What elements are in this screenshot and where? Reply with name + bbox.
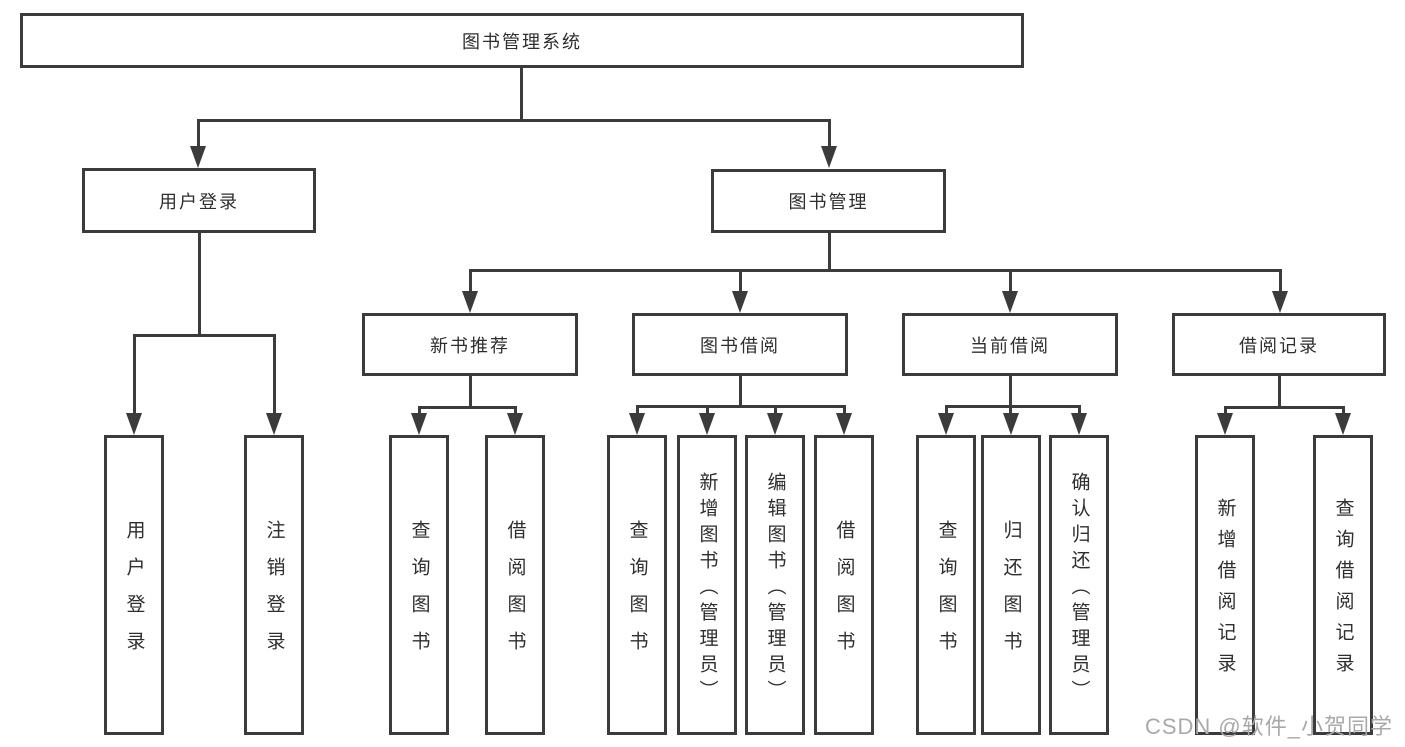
- csdn-watermark: CSDN @软件_小贺同学: [1144, 714, 1393, 739]
- connector-stub-borrow-2: [706, 405, 709, 416]
- connector-recommend-drop: [469, 376, 472, 409]
- connector-login-rail: [133, 334, 276, 337]
- arrowhead-current: [1002, 291, 1018, 313]
- connector-stub-book-mgmt: [828, 119, 831, 149]
- leaf-borrow-add-books-admin-label: 新增图书（管理员）: [696, 471, 718, 706]
- leaf-user-login-label: 用户登录: [123, 520, 145, 668]
- node-current: 当前借阅: [902, 313, 1118, 376]
- connector-stub-recommend-2: [514, 406, 517, 416]
- arrowhead-borrow-3: [767, 413, 783, 435]
- connector-login-drop: [198, 233, 201, 336]
- arrowhead-recommend: [462, 291, 478, 313]
- arrowhead-current-1: [938, 413, 954, 435]
- leaf-borrow-borrow-books-label: 借阅图书: [833, 520, 855, 668]
- leaf-borrow-query-books: 查询图书: [607, 435, 667, 735]
- leaf-borrow-borrow-books: 借阅图书: [814, 435, 874, 735]
- connector-stub-recommend: [469, 269, 472, 293]
- node-records-label: 借阅记录: [1239, 335, 1319, 356]
- leaf-user-login: 用户登录: [104, 435, 164, 735]
- arrowhead-records-1: [1217, 413, 1233, 435]
- leaf-recommend-borrow-books: 借阅图书: [485, 435, 545, 735]
- leaf-logout: 注销登录: [244, 435, 304, 735]
- connector-stub-current-3: [1078, 405, 1081, 416]
- connector-stub-records-2: [1342, 406, 1345, 416]
- leaf-current-return-books-label: 归还图书: [1000, 520, 1022, 668]
- leaf-records-add-record: 新增借阅记录: [1195, 435, 1255, 735]
- node-recommend: 新书推荐: [362, 313, 578, 376]
- leaf-current-return-books: 归还图书: [981, 435, 1041, 735]
- connector-stub-borrow-1: [636, 405, 639, 416]
- arrowhead-borrow-1: [629, 413, 645, 435]
- arrowhead-borrow-2: [699, 413, 715, 435]
- node-root-label: 图书管理系统: [462, 31, 582, 52]
- arrowhead-current-2: [1003, 413, 1019, 435]
- leaf-recommend-query-books: 查询图书: [389, 435, 449, 735]
- arrowhead-login-2: [266, 413, 282, 435]
- connector-borrow-drop: [739, 376, 742, 408]
- leaf-borrow-query-books-label: 查询图书: [626, 520, 648, 668]
- node-current-label: 当前借阅: [970, 335, 1050, 356]
- leaf-current-query-books: 查询图书: [916, 435, 976, 735]
- connector-root-drop: [520, 68, 523, 121]
- connector-records-rail: [1224, 406, 1345, 409]
- node-book-mgmt-label: 图书管理: [788, 192, 869, 212]
- leaf-current-confirm-return-admin: 确认归还（管理员）: [1049, 435, 1109, 735]
- connector-stub-recommend-1: [418, 406, 421, 416]
- connector-stub-borrow-4: [843, 405, 846, 416]
- node-user-login: 用户登录: [82, 168, 316, 233]
- connector-stub-current-2: [1009, 405, 1012, 416]
- connector-level2-rail: [197, 119, 831, 122]
- connector-stub-borrow: [739, 269, 742, 293]
- arrowhead-login-1: [126, 413, 142, 435]
- connector-level3-rail: [469, 269, 1282, 272]
- leaf-current-confirm-return-admin-label: 确认归还（管理员）: [1068, 471, 1090, 706]
- arrowhead-borrow-4: [836, 413, 852, 435]
- connector-stub-current: [1009, 269, 1012, 293]
- connector-stub-login-1: [133, 334, 136, 416]
- leaf-borrow-edit-books-admin-label: 编辑图书（管理员）: [764, 471, 786, 706]
- leaf-records-query-record: 查询借阅记录: [1313, 435, 1373, 735]
- connector-mgmt-drop: [828, 233, 831, 272]
- connector-borrow-rail: [636, 405, 846, 408]
- connector-stub-login-2: [273, 334, 276, 416]
- arrowhead-records-2: [1335, 413, 1351, 435]
- arrowhead-current-3: [1071, 413, 1087, 435]
- leaf-logout-label: 注销登录: [263, 520, 285, 668]
- node-records: 借阅记录: [1172, 313, 1386, 376]
- arrowhead-book-mgmt: [821, 146, 837, 168]
- arrowhead-borrow: [732, 291, 748, 313]
- node-user-login-label: 用户登录: [159, 191, 239, 212]
- leaf-borrow-add-books-admin: 新增图书（管理员）: [677, 435, 737, 735]
- arrowhead-recommend-1: [411, 413, 427, 435]
- leaf-borrow-edit-books-admin: 编辑图书（管理员）: [745, 435, 805, 735]
- connector-current-rail: [945, 405, 1081, 408]
- leaf-records-query-record-label: 查询借阅记录: [1332, 498, 1354, 684]
- leaf-current-query-books-label: 查询图书: [935, 520, 957, 668]
- leaf-recommend-query-books-label: 查询图书: [408, 520, 430, 668]
- leaf-records-add-record-label: 新增借阅记录: [1214, 498, 1236, 684]
- arrowhead-records: [1272, 291, 1288, 313]
- connector-stub-current-1: [945, 405, 948, 416]
- connector-stub-records-1: [1224, 406, 1227, 416]
- connector-records-drop: [1278, 376, 1281, 409]
- connector-stub-borrow-3: [774, 405, 777, 416]
- connector-recommend-rail: [418, 406, 517, 409]
- arrowhead-recommend-2: [507, 413, 523, 435]
- node-borrow: 图书借阅: [632, 313, 848, 376]
- node-root: 图书管理系统: [20, 13, 1024, 68]
- node-book-mgmt: 图书管理: [711, 169, 946, 233]
- connector-current-drop: [1009, 376, 1012, 408]
- node-borrow-label: 图书借阅: [700, 335, 780, 356]
- connector-stub-user-login: [197, 119, 200, 149]
- node-recommend-label: 新书推荐: [430, 335, 510, 356]
- leaf-recommend-borrow-books-label: 借阅图书: [504, 520, 526, 668]
- connector-stub-records: [1279, 269, 1282, 293]
- arrowhead-user-login: [190, 146, 206, 168]
